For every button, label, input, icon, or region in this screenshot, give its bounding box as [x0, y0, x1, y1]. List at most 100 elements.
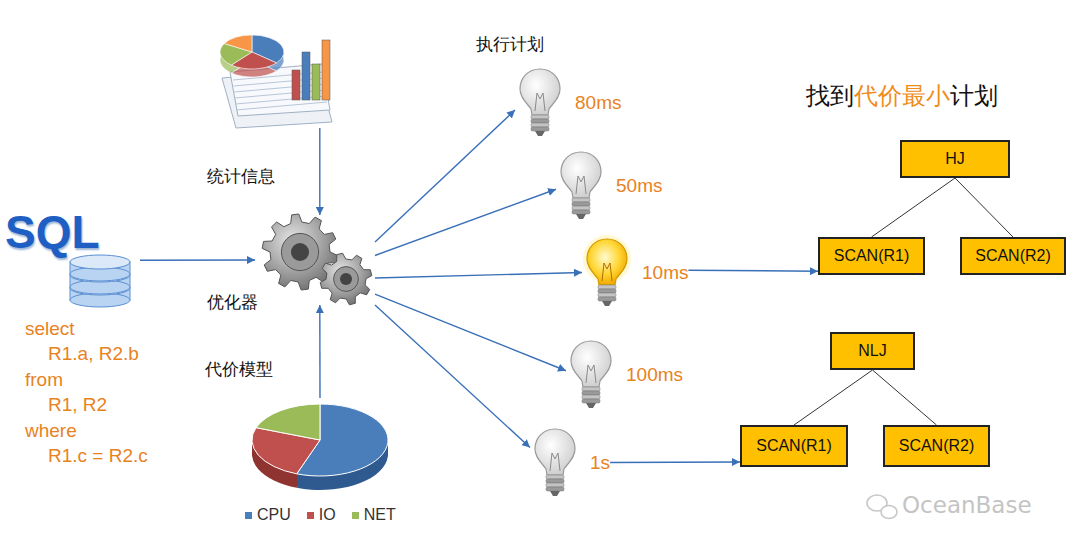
legend-item: IO	[307, 506, 336, 524]
legend-text: CPU	[257, 506, 291, 524]
bulb-glass	[561, 152, 601, 198]
sql-keyword: select	[25, 318, 75, 340]
bulb-base	[572, 210, 590, 214]
bulb-base	[572, 206, 590, 210]
operator-box: SCAN(R2)	[960, 237, 1066, 275]
tree-link	[955, 178, 1013, 237]
bulb-base	[582, 399, 600, 403]
stats-illustration	[220, 35, 332, 128]
light-bulb	[530, 425, 580, 500]
statistics-input: 统计信息	[210, 15, 332, 128]
flow-arrow	[375, 189, 556, 255]
pie-slice	[256, 404, 320, 440]
node-text: NLJ	[858, 342, 886, 360]
bulb-glass	[571, 341, 611, 387]
sql-keyword: where	[25, 420, 77, 442]
sql-code: R1.c = R2.c	[48, 445, 148, 467]
component-label: 代价模型	[205, 358, 273, 381]
pie-slice	[224, 35, 252, 52]
bulb-filament	[576, 176, 586, 194]
legend-text: IO	[319, 506, 336, 524]
bulb-tip	[576, 214, 586, 219]
sql-code: R1.a, R2.b	[48, 343, 139, 365]
tree-link	[794, 370, 873, 425]
operator-box: NLJ	[830, 332, 915, 370]
cost-model: 代价模型	[232, 398, 392, 496]
node-text: SCAN(R1)	[834, 247, 910, 265]
node-text: 1s	[590, 452, 610, 474]
plan-bulb: 100ms	[566, 337, 683, 412]
light-bulb	[556, 148, 606, 223]
operator-box: SCAN(R1)	[740, 425, 848, 467]
bulb-tip	[602, 301, 612, 306]
bulb-filament	[535, 93, 545, 111]
bulb-glass	[520, 69, 560, 115]
bulb-base	[582, 395, 600, 399]
bulb-base	[546, 479, 564, 483]
db-layer-top	[70, 268, 130, 282]
legend-item: NET	[352, 506, 396, 524]
bulb-tip	[550, 491, 560, 496]
plan-bulb: 10ms	[582, 235, 688, 310]
flow-arrow	[375, 294, 566, 371]
legend-text: NET	[364, 506, 396, 524]
sql-keyword: from	[25, 369, 63, 391]
title-part: 计	[950, 82, 974, 110]
bulb-base	[531, 127, 549, 131]
bulb-base	[531, 119, 549, 123]
title-part: 划	[974, 82, 998, 110]
watermark-icon	[881, 506, 897, 519]
bulb-base	[572, 198, 590, 202]
legend-item: CPU	[245, 506, 291, 524]
sql-input: SQL	[5, 205, 140, 302]
bulb-base	[546, 475, 564, 479]
tree-link	[872, 178, 956, 237]
gear-hub	[281, 233, 318, 270]
bulb-base	[582, 387, 600, 391]
bar	[292, 70, 300, 100]
title-part: 价	[878, 82, 902, 110]
bulb-base	[598, 289, 616, 293]
light-bulb	[566, 337, 616, 412]
sql-title: SQL	[5, 205, 100, 259]
flow-arrow	[375, 110, 515, 242]
flow-arrow	[319, 128, 320, 215]
legend-swatch	[245, 512, 252, 519]
component-label: 统计信息	[207, 165, 275, 188]
bulb-base	[531, 115, 549, 119]
tree-link	[873, 370, 937, 425]
legend-swatch	[352, 512, 359, 519]
title-part: 小	[926, 82, 950, 110]
node-text: SCAN(R2)	[975, 247, 1051, 265]
node-text: 10ms	[642, 262, 688, 284]
title-part: 到	[830, 82, 854, 110]
bulb-filament	[550, 453, 560, 471]
db-layer-top	[70, 281, 130, 295]
legend-swatch	[307, 512, 314, 519]
bulb-base	[572, 202, 590, 206]
bulb-filament	[602, 263, 612, 281]
operator-box: SCAN(R1)	[818, 237, 925, 275]
gear-hub	[334, 267, 359, 292]
bulb-base	[598, 285, 616, 289]
bulb-base	[546, 487, 564, 491]
diagram-title: 找到代价最小计划	[806, 80, 998, 112]
bar	[302, 52, 310, 100]
component-label: 优化器	[207, 291, 258, 314]
operator-box: SCAN(R2)	[883, 425, 990, 467]
watermark: OceanBase	[902, 492, 1032, 518]
flow-arrow	[319, 305, 321, 398]
plan-bulb: 50ms	[556, 148, 662, 223]
bulb-base	[582, 391, 600, 395]
bulb-base	[598, 297, 616, 301]
flow-arrow	[375, 305, 530, 448]
bulb-glass	[535, 429, 575, 475]
node-text: 80ms	[575, 92, 621, 114]
bar	[312, 64, 320, 100]
node-text: 100ms	[626, 364, 683, 386]
title-part: 代	[854, 82, 878, 110]
operator-box: HJ	[900, 140, 1010, 178]
title-part: 找	[806, 82, 830, 110]
grid-line	[236, 102, 327, 110]
